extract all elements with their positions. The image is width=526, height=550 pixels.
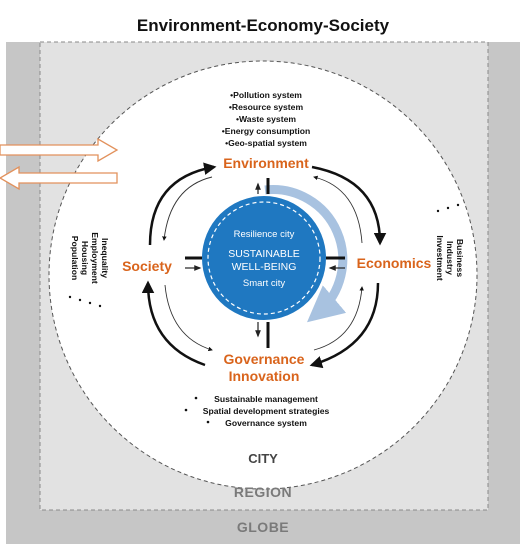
core-top-label: Resilience city (234, 229, 295, 240)
core-main-line1: SUSTAINABLE (228, 248, 300, 260)
economics-item: Investment (435, 235, 445, 281)
economics-item: Industry (445, 241, 455, 275)
core-circle (202, 196, 326, 320)
title-band (6, 6, 520, 42)
inflow-arrow (0, 137, 119, 163)
city-label: CITY (248, 451, 278, 466)
economics-label: Economics (357, 255, 432, 271)
environment-item: •Energy consumption (222, 126, 310, 136)
environment-item: •Pollution system (230, 90, 302, 100)
governance-item: Spatial development strategies (203, 406, 330, 416)
society-item: Housing (80, 241, 90, 275)
society-bullet (78, 298, 82, 302)
society-label: Society (122, 258, 172, 274)
society-bullet (88, 301, 92, 305)
governance-item: Sustainable management (214, 394, 318, 404)
society-item: Population (70, 236, 80, 280)
governance-label-line2: Innovation (229, 368, 300, 384)
arc-society-environment-outer (148, 162, 217, 246)
society-bullet (68, 295, 72, 299)
cycle-arrow (264, 185, 348, 323)
governance-label-line1: Governance (224, 351, 305, 367)
region-label: REGION (234, 484, 292, 500)
arc-governance-society-outer (141, 280, 206, 367)
society-item: Employment (90, 232, 100, 284)
core-main-line2: WELL-BEING (232, 261, 297, 273)
diagram-title: Environment-Economy-Society (137, 16, 390, 35)
governance-bullet (194, 396, 198, 400)
governance-item: Governance system (225, 418, 307, 428)
economics-items: Business Industry Investment (435, 235, 465, 281)
arc-society-governance-inner (164, 284, 213, 352)
society-bullet (98, 304, 102, 308)
economics-item: Business (455, 239, 465, 277)
arc-environment-economics-outer (311, 165, 387, 246)
governance-bullet (206, 420, 210, 424)
arc-governance-economics-inner (313, 286, 364, 351)
arc-economics-governance-outer (309, 282, 380, 369)
globe-label: GLOBE (237, 519, 289, 535)
environment-label: Environment (223, 155, 309, 171)
environment-item: •Resource system (229, 102, 304, 112)
arc-environment-society-inner (162, 176, 213, 241)
economics-bullet (446, 206, 450, 210)
core-bottom-label: Smart city (243, 278, 285, 289)
outflow-arrow (0, 165, 118, 191)
governance-bullet (184, 408, 188, 412)
core-inner-ring (207, 201, 321, 315)
economics-bullet (436, 209, 440, 213)
environment-item: •Geo-spatial system (225, 138, 307, 148)
society-items: Population Housing Employment Inequality (70, 232, 110, 284)
society-item: Inequality (100, 238, 110, 278)
environment-item: •Waste system (236, 114, 296, 124)
arc-economics-environment-inner (313, 175, 363, 244)
economics-bullet (456, 203, 460, 207)
